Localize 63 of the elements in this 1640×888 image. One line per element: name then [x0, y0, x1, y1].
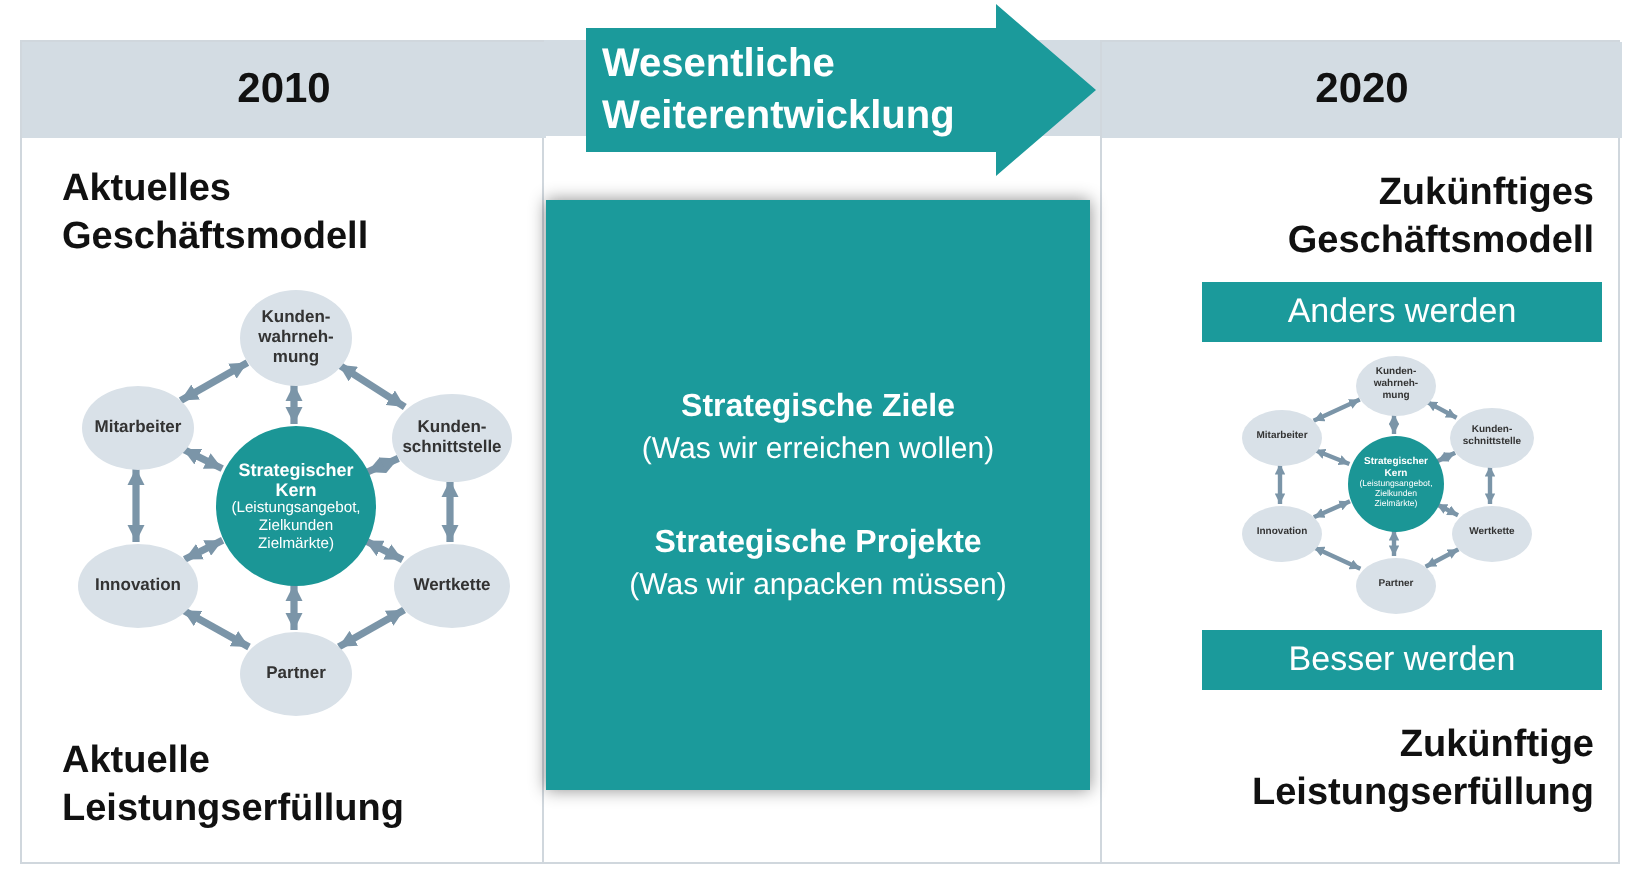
column-panel: [20, 40, 544, 864]
box-subtext: (Was wir anpacken müssen): [627, 565, 1009, 605]
double-arrow: [182, 537, 225, 563]
double-arrow: [1424, 547, 1460, 569]
double-arrow: [363, 537, 405, 563]
double-arrow: [1435, 502, 1459, 518]
double-arrow: [1313, 447, 1351, 467]
double-arrow: [365, 455, 400, 476]
panel-title: Zukünftiges Geschäftsmodell: [1285, 170, 1594, 266]
arrow-label: Wesentliche Weiterentwicklung: [602, 40, 957, 142]
double-arrow: [127, 468, 145, 542]
node-label: Mitarbeiter: [92, 418, 184, 438]
ellipse-node: [82, 386, 194, 470]
panel-title: Aktuelle Leistungserfüllung: [62, 738, 406, 834]
node-label: Kunden- wahrneh- mung: [256, 308, 336, 368]
ellipse-node: [1452, 506, 1532, 562]
double-arrow: [1312, 545, 1362, 571]
box-heading: Strategische Projekte: [652, 523, 984, 563]
ellipse-node: [240, 290, 352, 386]
node-label: Partner: [264, 664, 328, 684]
ellipse-node: [1356, 558, 1436, 614]
double-arrow: [181, 607, 251, 651]
year-heading: 2010: [22, 42, 546, 138]
double-arrow: [178, 359, 250, 404]
ellipse-node: [240, 632, 352, 716]
center-box: [546, 200, 1090, 790]
ellipse-node: [1450, 408, 1534, 468]
ellipse-node: [394, 544, 510, 628]
banner-label: Besser werden: [1288, 640, 1516, 680]
year-heading: 2020: [1102, 42, 1622, 138]
ellipse-node: [1356, 356, 1436, 416]
double-arrow: [1312, 397, 1361, 423]
banner-bar: [1202, 630, 1602, 690]
double-arrow: [181, 445, 224, 472]
double-arrow: [1312, 499, 1351, 520]
ellipse-node: [78, 544, 198, 628]
box-heading: Strategische Ziele: [679, 387, 957, 427]
double-arrow: [285, 584, 303, 630]
ellipse-node: [1242, 506, 1322, 562]
double-arrow: [1388, 414, 1400, 434]
column-panel: [1100, 40, 1620, 864]
double-arrow: [1484, 466, 1496, 504]
core-title: Strategischer Kern: [236, 459, 356, 501]
banner-bar: [1202, 282, 1602, 342]
box-subtext: (Was wir erreichen wollen): [639, 429, 997, 469]
panel-title: Aktuelles Geschäftsmodell: [62, 166, 371, 262]
ellipse-node: [392, 394, 512, 482]
double-arrow: [1425, 399, 1458, 420]
block-arrow: [586, 4, 1096, 176]
core-circle: [1348, 436, 1444, 532]
panel-title: Zukünftige Leistungserfüllung: [1250, 722, 1594, 818]
double-arrow: [336, 361, 407, 411]
double-arrow: [1388, 530, 1400, 556]
ellipse-node: [1242, 410, 1322, 466]
node-label: Innovation: [93, 576, 183, 596]
double-arrow: [1274, 464, 1286, 504]
double-arrow: [337, 606, 406, 650]
double-arrow: [285, 384, 303, 424]
node-label: Kunden- schnittstelle: [400, 418, 504, 458]
double-arrow: [441, 480, 459, 542]
node-label: Wertkette: [411, 576, 493, 596]
double-arrow: [1436, 450, 1457, 464]
banner-label: Anders werden: [1287, 292, 1517, 332]
